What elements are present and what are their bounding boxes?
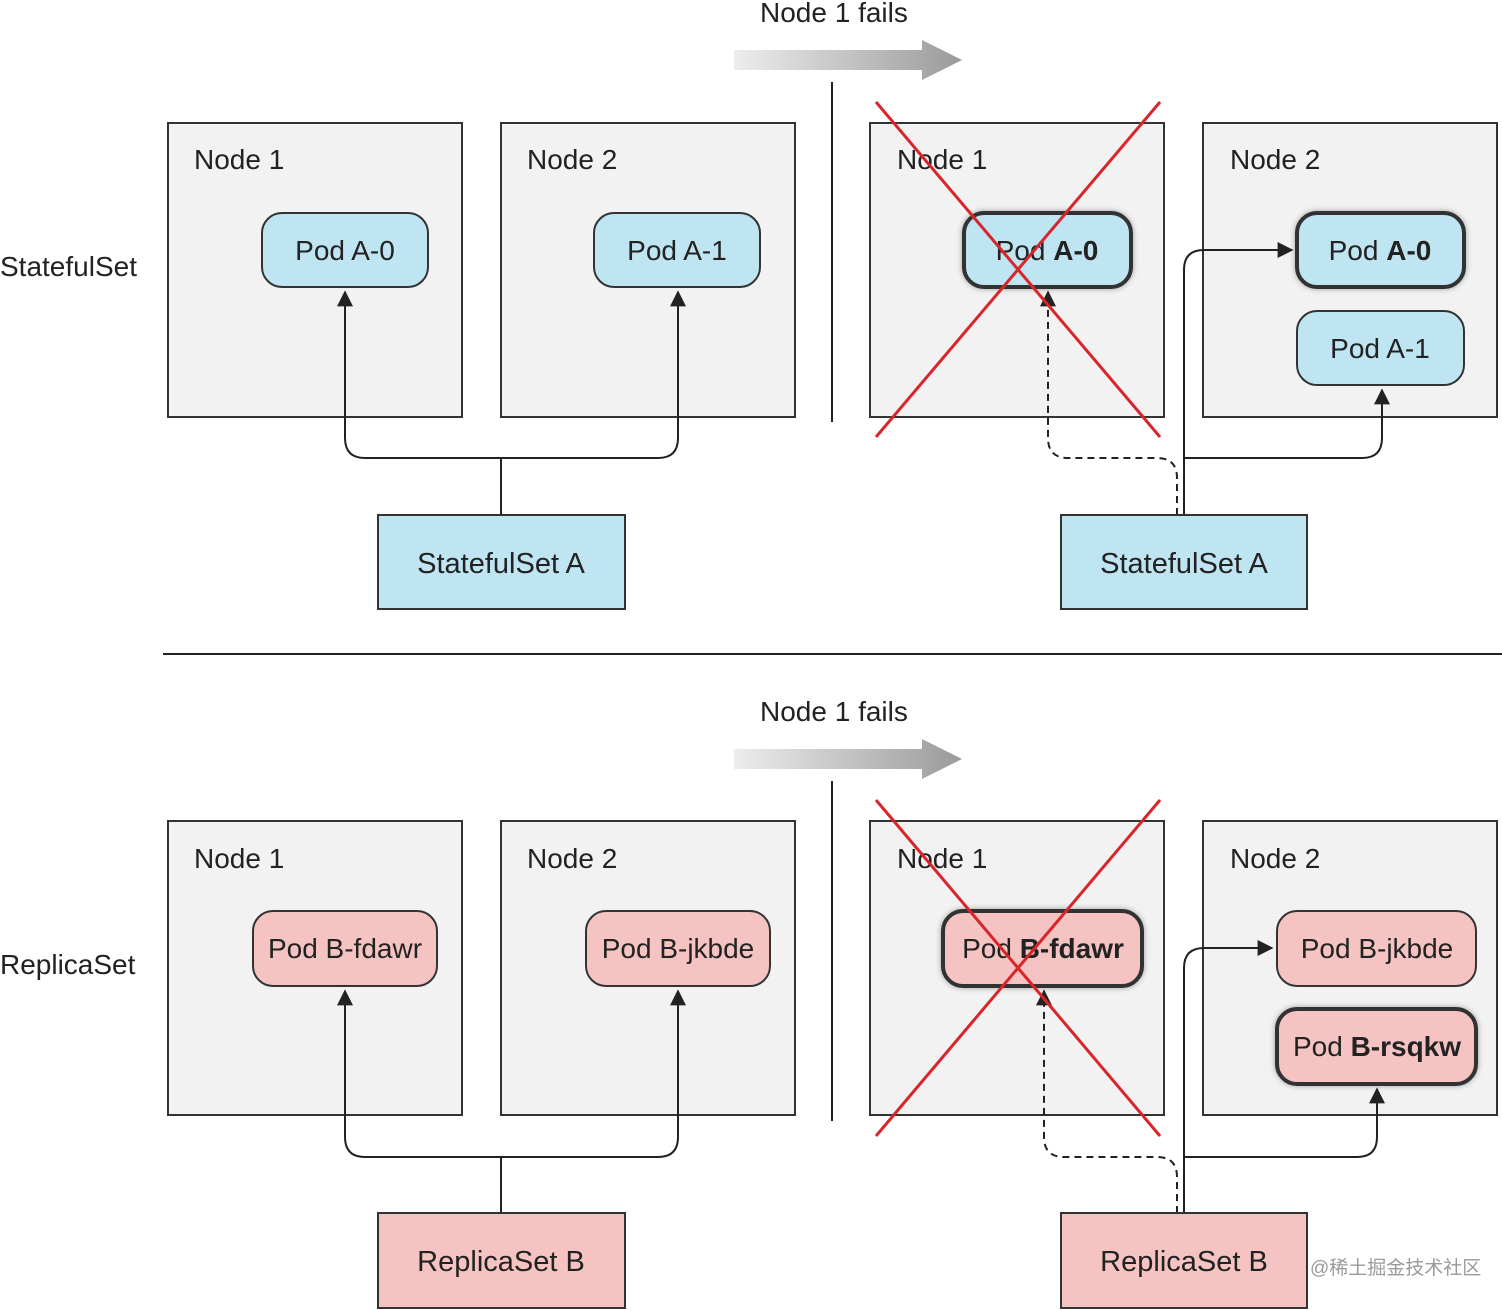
- replicaset-b-after-label: ReplicaSet B: [1100, 1246, 1268, 1278]
- replicaset-b-before: [377, 1212, 626, 1309]
- dashed-connector-to-failed-pod: [1036, 989, 1178, 1213]
- after-node2-label: Node 2: [1230, 843, 1320, 874]
- connector-to-pod-b-fdawr: [345, 991, 502, 1213]
- replicaset-b-after: [1060, 1212, 1308, 1309]
- replicaset-row-label: ReplicaSet: [0, 949, 136, 980]
- statefulset-row-label: StatefulSet: [0, 251, 137, 282]
- connector-to-pod-a0: [345, 292, 502, 515]
- replicaset-b-before-label: ReplicaSet B: [417, 1246, 585, 1278]
- pod-b-fdawr-before-label: Pod B-fdawr: [268, 933, 422, 964]
- pod-a1-after-label: Pod A-1: [1330, 333, 1430, 364]
- replicaset-section: ReplicaSet Node 1 fails Node 1 Node 2 Po…: [0, 696, 1498, 1309]
- pod-a0-before-label: Pod A-0: [295, 235, 395, 266]
- statefulset-section: StatefulSet Node 1 fails Node 1 Node 2 P…: [0, 0, 1498, 610]
- pod-a0-failed: [962, 211, 1133, 289]
- before-node1-label: Node 1: [194, 843, 284, 874]
- pod-b-fdawr-failed-label: Pod B-fdawr: [962, 933, 1124, 964]
- before-node2-label: Node 2: [527, 843, 617, 874]
- pod-a1-before: [593, 212, 761, 288]
- node1-failure-cross-icon: [874, 101, 1162, 438]
- transition-arrow-icon: [734, 40, 962, 80]
- pod-b-rsqkw-new: [1275, 1007, 1478, 1086]
- pod-b-jkbde-after-label: Pod B-jkbde: [1301, 933, 1454, 964]
- pod-a0-recreated: [1295, 211, 1466, 289]
- statefulset-a-after: [1060, 514, 1308, 610]
- node1-failure-cross-icon: [874, 799, 1162, 1137]
- pod-a1-before-label: Pod A-1: [627, 235, 727, 266]
- pod-b-jkbde-before: [585, 910, 771, 987]
- transition-label-top: Node 1 fails: [760, 0, 908, 28]
- pod-b-jkbde-after: [1276, 910, 1477, 987]
- connector-to-pod-b-jkbde: [501, 989, 686, 1158]
- transition-arrow-icon: [734, 739, 962, 779]
- connector-to-pod-b-rsqkw: [1184, 1087, 1385, 1158]
- before-node2-label: Node 2: [527, 144, 617, 175]
- connector-to-pod-b-jkbde-after: [1183, 940, 1274, 1213]
- statefulset-a-before: [377, 514, 626, 610]
- statefulset-a-before-label: StatefulSet A: [417, 548, 585, 580]
- connector-to-pod-a1-after: [1184, 388, 1390, 459]
- after-node1-label: Node 1: [897, 843, 987, 874]
- transition-label-bottom: Node 1 fails: [760, 696, 908, 727]
- before-node1-label: Node 1: [194, 144, 284, 175]
- dashed-connector-to-failed-pod: [1040, 290, 1178, 515]
- after-node1-label: Node 1: [897, 144, 987, 175]
- after-node2-label: Node 2: [1230, 144, 1320, 175]
- connector-to-pod-a1: [501, 290, 686, 459]
- pod-a0-recreated-label: Pod A-0: [1329, 235, 1432, 266]
- watermark: @稀土掘金技术社区: [1310, 1257, 1481, 1279]
- pod-b-jkbde-before-label: Pod B-jkbde: [602, 933, 755, 964]
- statefulset-a-after-label: StatefulSet A: [1100, 548, 1268, 580]
- pod-b-fdawr-failed: [941, 909, 1144, 988]
- connector-to-recreated-pod: [1183, 242, 1294, 515]
- pod-b-rsqkw-new-label: Pod B-rsqkw: [1293, 1031, 1461, 1062]
- pod-a1-after: [1296, 310, 1465, 386]
